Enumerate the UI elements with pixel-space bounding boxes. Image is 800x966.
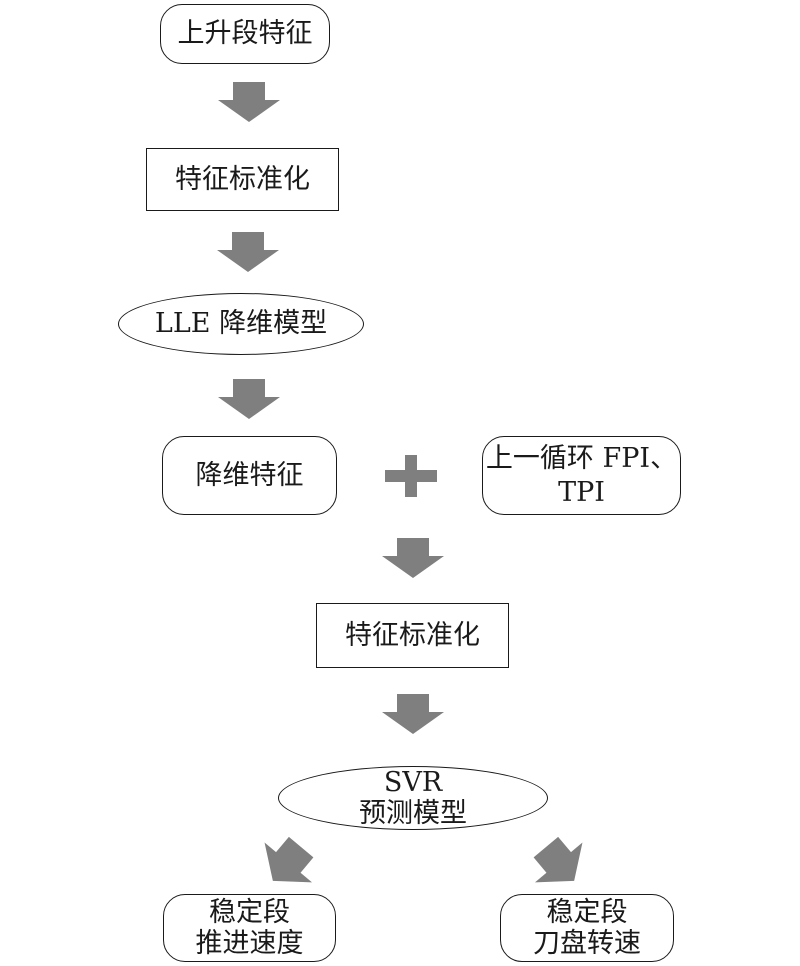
node-label: 推进速度 xyxy=(195,928,304,959)
node-label: SVR xyxy=(383,767,443,798)
plus-icon xyxy=(385,455,437,497)
standardize-node-1: 特征标准化 xyxy=(146,148,339,211)
lle-model-node: LLE 降维模型 xyxy=(118,293,364,355)
rise-features-node: 上升段特征 xyxy=(160,4,330,64)
down-arrow-icon xyxy=(382,694,444,734)
node-label: 上升段特征 xyxy=(177,18,313,49)
down-arrow-icon xyxy=(382,538,444,578)
reduced-features-node: 降维特征 xyxy=(162,436,337,515)
node-label: 稳定段 xyxy=(209,897,290,928)
down-arrow-icon xyxy=(218,379,280,419)
node-label: LLE 降维模型 xyxy=(154,308,328,339)
diagonal-arrow-icon xyxy=(533,836,583,883)
down-arrow-icon xyxy=(218,82,280,122)
node-label: 上一循环 FPI、 xyxy=(485,442,678,474)
standardize-node-2: 特征标准化 xyxy=(316,603,509,668)
output-cutterhead-speed-node: 稳定段 刀盘转速 xyxy=(500,894,674,962)
node-label: 特征标准化 xyxy=(345,619,480,651)
down-arrow-icon xyxy=(217,232,279,272)
node-label: 降维特征 xyxy=(195,459,304,491)
svr-model-node: SVR 预测模型 xyxy=(278,766,548,830)
node-label: 刀盘转速 xyxy=(533,928,641,959)
output-thrust-speed-node: 稳定段 推进速度 xyxy=(163,894,336,962)
node-label: TPI xyxy=(558,476,605,508)
diagonal-arrow-icon xyxy=(264,836,314,883)
node-label: 特征标准化 xyxy=(175,163,310,195)
node-label: 稳定段 xyxy=(546,897,628,928)
previous-cycle-node: 上一循环 FPI、 TPI xyxy=(482,436,681,515)
node-label: 预测模型 xyxy=(359,798,467,829)
